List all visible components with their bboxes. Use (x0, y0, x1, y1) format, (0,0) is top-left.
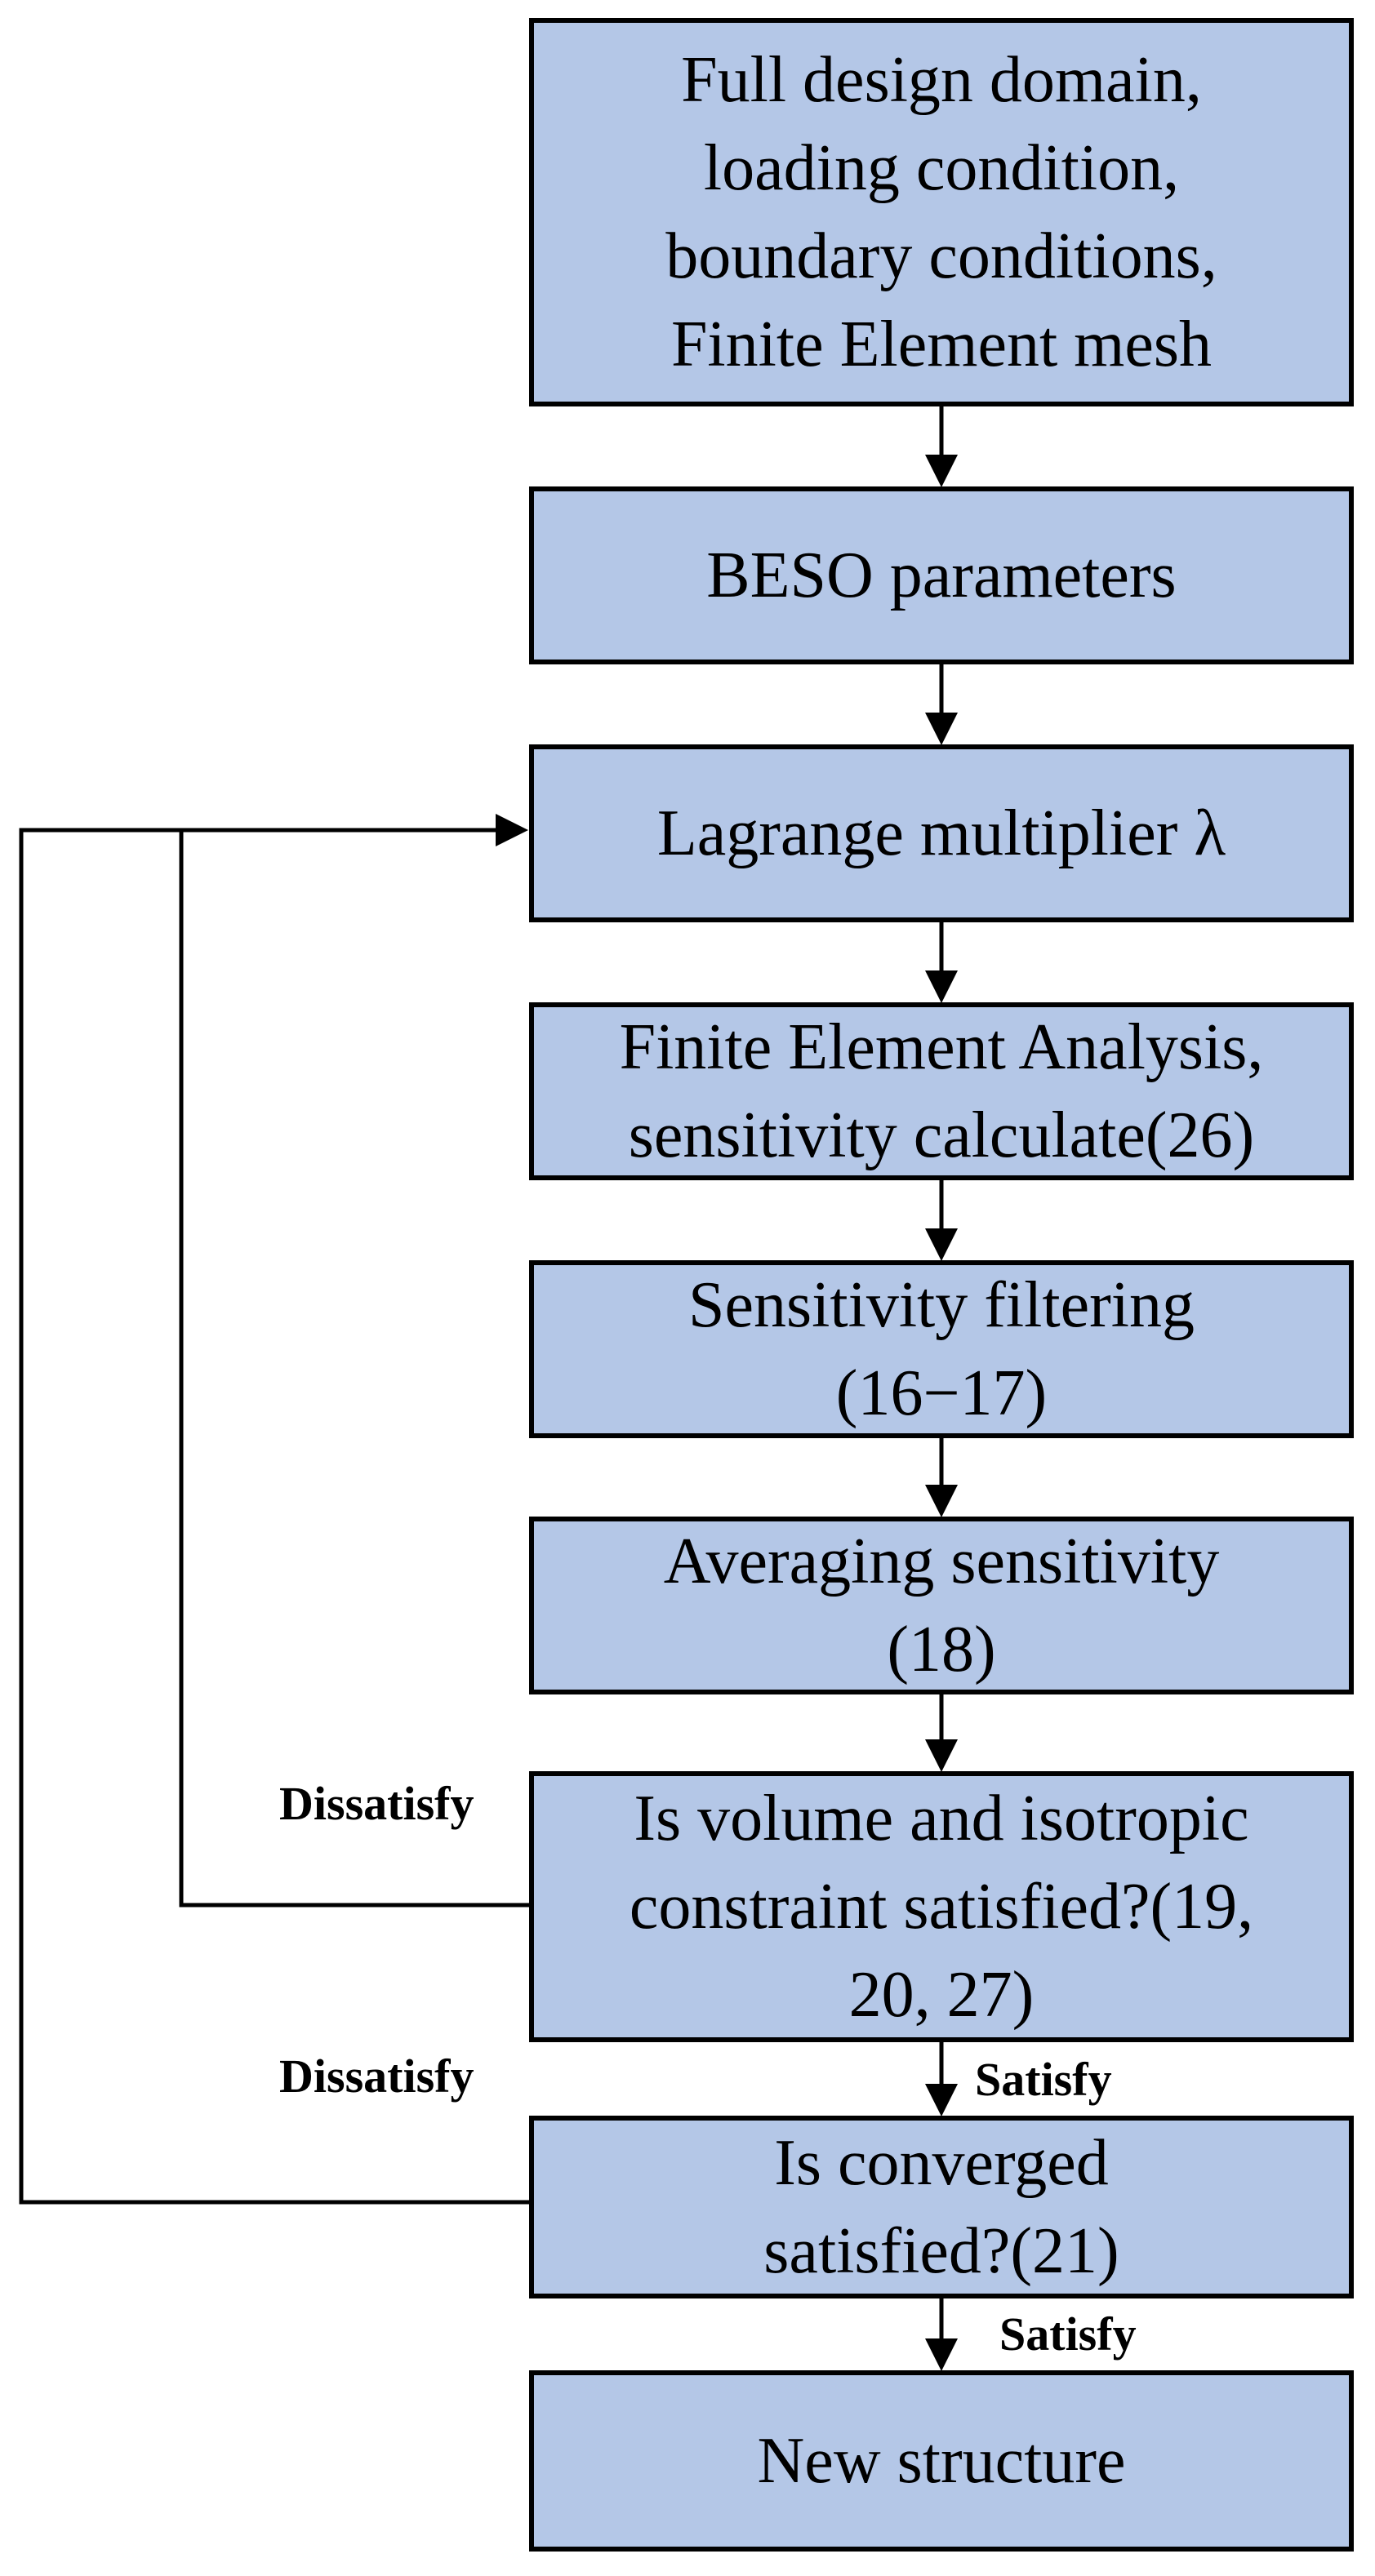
label-dissatisfy-constraint: Dissatisfy (279, 1777, 474, 1830)
label-satisfy-convergence: Satisfy (999, 2307, 1137, 2361)
step-new-structure: New structure (529, 2370, 1354, 2552)
step-sensitivity-filtering: Sensitivity filtering (16−17) (529, 1260, 1354, 1438)
step-averaging-sensitivity: Averaging sensitivity (18) (529, 1517, 1354, 1694)
decision-constraint-satisfied: Is volume and isotropic constraint satis… (529, 1771, 1354, 2042)
step-start: Full design domain, loading condition, b… (529, 18, 1354, 406)
loop-convergence-to-lagrange (19, 814, 529, 2205)
loop-constraint-to-lagrange (179, 830, 529, 1908)
decision-converged-satisfied: Is converged satisfied?(21) (529, 2116, 1354, 2298)
label-satisfy-constraint: Satisfy (975, 2053, 1112, 2106)
step-finite-element-analysis: Finite Element Analysis, sensitivity cal… (529, 1002, 1354, 1180)
step-beso-parameters: BESO parameters (529, 486, 1354, 664)
label-dissatisfy-convergence: Dissatisfy (279, 2050, 474, 2103)
step-lagrange-multiplier: Lagrange multiplier λ (529, 744, 1354, 922)
